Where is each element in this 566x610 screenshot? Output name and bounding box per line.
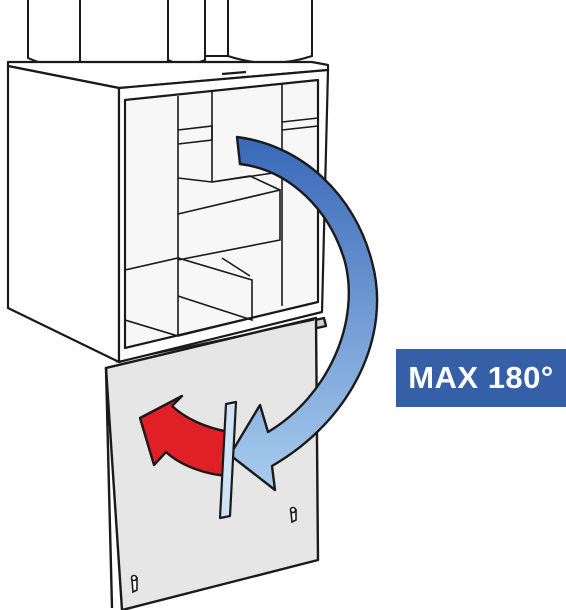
- interior-compartments: [124, 84, 319, 337]
- cabinet-interior: [123, 78, 320, 350]
- hinge-seam: [115, 319, 315, 363]
- duct-middle-right: [167, 0, 206, 65]
- duct-small: [204, 0, 228, 57]
- cabinet-left-face: [6, 64, 121, 364]
- door-edge-bar: [218, 400, 238, 520]
- max-angle-text: MAX 180°: [408, 360, 554, 395]
- door-fasteners: [130, 506, 297, 594]
- fastener-left-icon: [130, 574, 138, 594]
- duct-left: [27, 0, 85, 67]
- duct-right: [227, 0, 313, 64]
- top-latch: [221, 70, 247, 76]
- fastener-right-icon: [289, 506, 297, 524]
- max-angle-label: MAX 180°: [396, 349, 566, 407]
- door-left-edge: [104, 367, 114, 609]
- blue-rotation-arrow: [228, 135, 379, 492]
- red-opening-arrow: [138, 394, 232, 478]
